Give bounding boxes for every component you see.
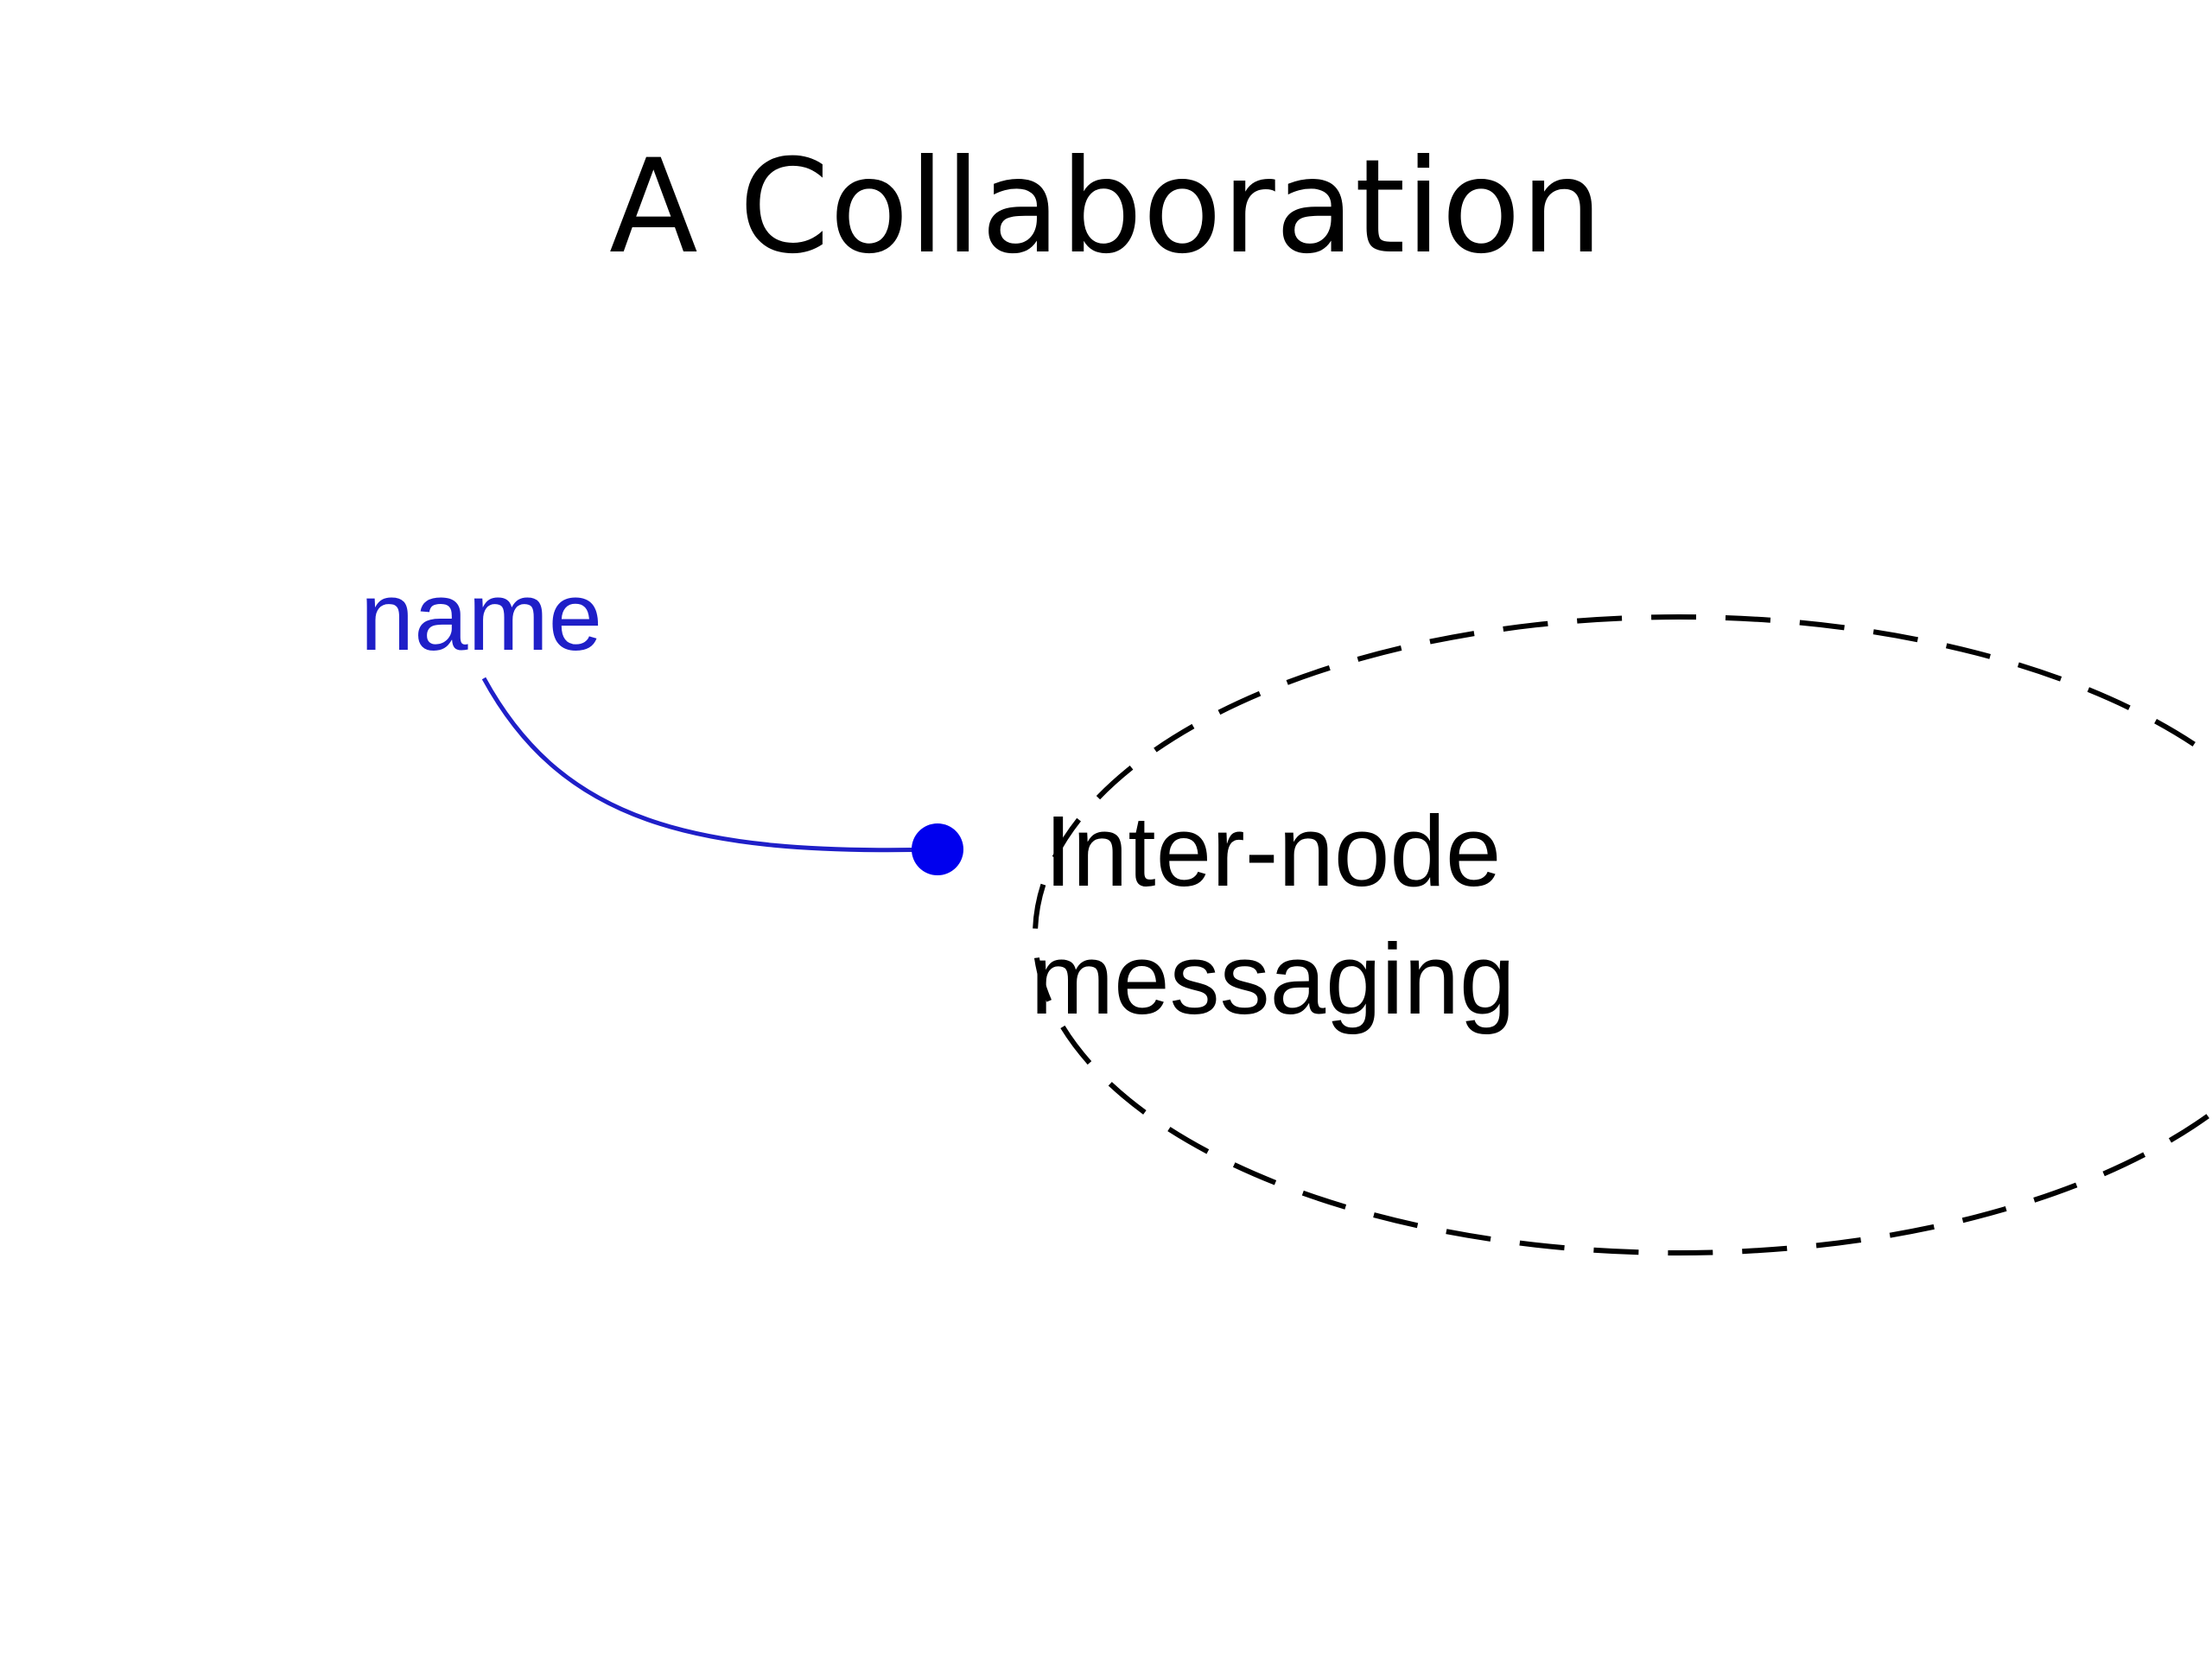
collaboration-ellipse — [1033, 614, 2212, 1255]
role-connector-line — [481, 677, 938, 853]
role-endpoint-dot — [912, 823, 963, 875]
role-name-label: name — [360, 563, 602, 671]
collaboration-label-line1: Inter-node — [1045, 795, 1502, 907]
collaboration-label-line2: messaging — [1031, 923, 1516, 1035]
slide-title: A Collaboration — [609, 132, 1603, 283]
